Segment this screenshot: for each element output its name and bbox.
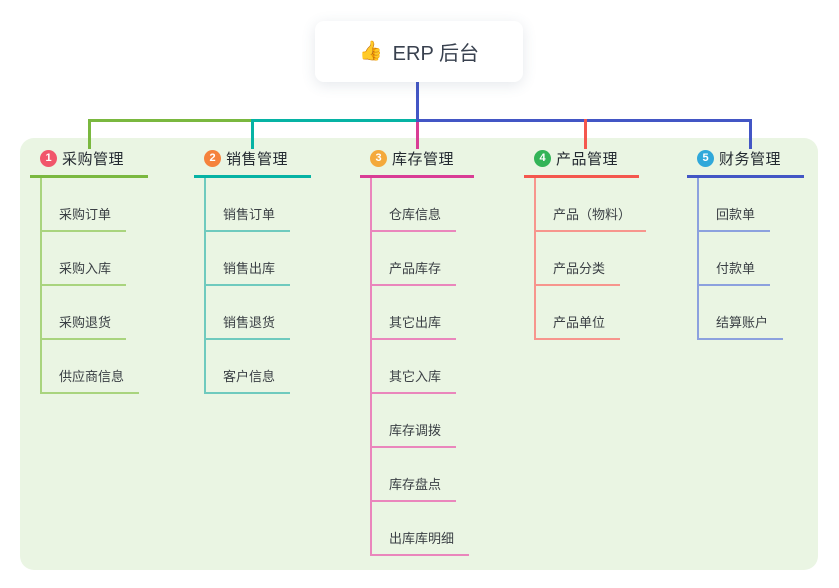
connector-drop-5 [749, 119, 752, 149]
child-label: 采购订单 [42, 204, 127, 232]
child-label: 客户信息 [206, 366, 291, 394]
child-node[interactable]: 客户信息 [206, 340, 311, 394]
child-label: 结算账户 [699, 312, 784, 340]
branch-number-badge: 3 [370, 150, 387, 167]
child-label: 销售订单 [206, 204, 291, 232]
child-node[interactable]: 产品库存 [372, 232, 474, 286]
branch-node-3[interactable]: 3 库存管理 [360, 148, 474, 178]
branch-label: 采购管理 [62, 151, 125, 168]
child-node[interactable]: 出库库明细 [372, 502, 474, 556]
branch-column-4: 4 产品管理 产品（物料） 产品分类 产品单位 [524, 148, 647, 340]
child-label: 产品单位 [536, 312, 621, 340]
child-label: 其它入库 [372, 366, 457, 394]
child-node[interactable]: 产品（物料） [536, 178, 647, 232]
child-label: 出库库明细 [372, 528, 470, 556]
branch-label: 库存管理 [392, 151, 455, 168]
branch-number-badge: 2 [204, 150, 221, 167]
thumbs-up-icon: 👍 [359, 41, 383, 62]
branch-node-1[interactable]: 1 采购管理 [30, 148, 148, 178]
root-title: ERP 后台 [392, 43, 479, 65]
child-label: 产品库存 [372, 258, 457, 286]
child-label: 采购入库 [42, 258, 127, 286]
child-node[interactable]: 其它出库 [372, 286, 474, 340]
connector-drop-2 [251, 119, 254, 149]
child-label: 其它出库 [372, 312, 457, 340]
child-label: 仓库信息 [372, 204, 457, 232]
branch-children-5: 回款单 付款单 结算账户 [697, 178, 804, 340]
child-label: 产品（物料） [536, 204, 647, 232]
child-node[interactable]: 销售退货 [206, 286, 311, 340]
root-node[interactable]: 👍 ERP 后台 [315, 21, 523, 82]
child-node[interactable]: 付款单 [699, 232, 804, 286]
connector-drop-4 [584, 119, 587, 149]
branch-node-2[interactable]: 2 销售管理 [194, 148, 311, 178]
child-node[interactable]: 采购订单 [42, 178, 148, 232]
branch-node-4[interactable]: 4 产品管理 [524, 148, 639, 178]
child-node[interactable]: 回款单 [699, 178, 804, 232]
branch-label: 销售管理 [226, 151, 289, 168]
branch-label: 财务管理 [719, 151, 782, 168]
child-node[interactable]: 库存盘点 [372, 448, 474, 502]
branch-label: 产品管理 [556, 151, 619, 168]
child-label: 销售退货 [206, 312, 291, 340]
child-node[interactable]: 采购入库 [42, 232, 148, 286]
branch-number-badge: 4 [534, 150, 551, 167]
branch-column-5: 5 财务管理 回款单 付款单 结算账户 [687, 148, 804, 340]
child-label: 销售出库 [206, 258, 291, 286]
child-node[interactable]: 库存调拨 [372, 394, 474, 448]
mindmap-canvas [20, 138, 818, 570]
child-label: 采购退货 [42, 312, 127, 340]
child-label: 库存盘点 [372, 474, 457, 502]
child-node[interactable]: 采购退货 [42, 286, 148, 340]
branch-children-3: 仓库信息 产品库存 其它出库 其它入库 库存调拨 库存盘点 出库库明细 [370, 178, 474, 556]
child-node[interactable]: 供应商信息 [42, 340, 148, 394]
branch-number-badge: 5 [697, 150, 714, 167]
connector-branch-2 [251, 119, 419, 122]
child-node[interactable]: 销售订单 [206, 178, 311, 232]
child-label: 回款单 [699, 204, 771, 232]
branch-column-1: 1 采购管理 采购订单 采购入库 采购退货 供应商信息 [30, 148, 148, 394]
child-node[interactable]: 其它入库 [372, 340, 474, 394]
child-label: 库存调拨 [372, 420, 457, 448]
child-label: 供应商信息 [42, 366, 140, 394]
child-node[interactable]: 仓库信息 [372, 178, 474, 232]
branch-column-3: 3 库存管理 仓库信息 产品库存 其它出库 其它入库 库存调拨 库存盘点 出库库… [360, 148, 474, 556]
branch-children-1: 采购订单 采购入库 采购退货 供应商信息 [40, 178, 148, 394]
branch-children-2: 销售订单 销售出库 销售退货 客户信息 [204, 178, 311, 394]
connector-root-stem [416, 82, 419, 122]
connector-drop-1 [88, 119, 91, 149]
child-node[interactable]: 产品单位 [536, 286, 639, 340]
branch-children-4: 产品（物料） 产品分类 产品单位 [534, 178, 647, 340]
connector-drop-3 [416, 122, 419, 149]
branch-node-5[interactable]: 5 财务管理 [687, 148, 804, 178]
branch-column-2: 2 销售管理 销售订单 销售出库 销售退货 客户信息 [194, 148, 311, 394]
child-node[interactable]: 结算账户 [699, 286, 804, 340]
child-node[interactable]: 销售出库 [206, 232, 311, 286]
child-label: 产品分类 [536, 258, 621, 286]
child-label: 付款单 [699, 258, 771, 286]
child-node[interactable]: 产品分类 [536, 232, 639, 286]
branch-number-badge: 1 [40, 150, 57, 167]
